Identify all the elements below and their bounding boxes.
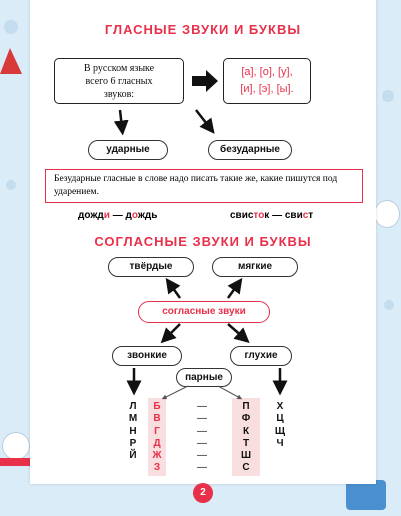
right-arrow (192, 70, 218, 92)
unstressed-rule: Безударные гласные в слове надо писать т… (45, 169, 363, 203)
letter: Щ (274, 425, 286, 437)
santa-hat-decoration (0, 48, 22, 74)
page-number: 2 (193, 483, 213, 503)
intro-line: всего 6 гласных (85, 76, 153, 87)
unstressed-pill: безударные (208, 140, 292, 160)
background-snowflake (384, 300, 394, 310)
example-word: к (264, 210, 270, 221)
background-snowflake (4, 20, 18, 34)
consonant-sounds-pill: согласные звуки (138, 301, 270, 323)
unpaired-voiceless-column: Х Ц Щ Ч (272, 401, 288, 450)
arrow-to-stressed (113, 109, 129, 136)
letter: В (153, 413, 161, 425)
vowel-example-1: дожди — дождь (78, 210, 157, 221)
letter: Ф (241, 413, 251, 425)
arrow-to-hard (165, 277, 182, 299)
diagram-arrows (113, 70, 288, 400)
letter: С (242, 462, 250, 474)
letter: Ж (152, 450, 162, 462)
scarf-decoration (0, 458, 32, 466)
letter: Х (276, 401, 284, 412)
paired-voiced-column: Б В Г Д Ж З (150, 401, 164, 475)
arrow-to-soft (226, 277, 243, 299)
voiced-pill: звонкие (112, 346, 182, 366)
snowman-decoration (374, 200, 400, 228)
pair-dash: — (197, 425, 207, 437)
pair-dash-column: — — — — — — (192, 401, 212, 475)
example-word: сви (284, 210, 303, 221)
letter: П (242, 401, 250, 412)
vowel-example-2: свисток — свист (230, 210, 313, 221)
example-dash: — (272, 210, 283, 221)
letter: Л (129, 401, 137, 412)
pair-dash: — (197, 413, 207, 425)
arrow-to-paired-voiceless (217, 385, 243, 400)
letter: М (128, 413, 138, 425)
vowels-title: ГЛАСНЫЕ ЗВУКИ И БУКВЫ (104, 22, 302, 37)
intro-line: В русском языке (83, 63, 155, 74)
example-word: д (125, 210, 132, 221)
example-vowel: с (302, 210, 309, 221)
vowel-sounds-row: [и], [э], [ы]. (240, 83, 294, 95)
hard-pill: твёрдые (108, 257, 194, 277)
example-vowel: то (253, 210, 265, 221)
intro-line: звуков: (103, 89, 135, 100)
letter: К (242, 425, 250, 437)
example-word: дожд (78, 210, 104, 221)
stressed-pill: ударные (88, 140, 168, 160)
gift-decoration (346, 480, 386, 510)
background-snowflake (382, 90, 394, 102)
letter: Ч (276, 437, 284, 449)
consonants-title: СОГЛАСНЫЕ ЗВУКИ И БУКВЫ (94, 234, 312, 249)
paired-pill: парные (176, 368, 232, 387)
letter: Ш (240, 450, 252, 462)
example-word: ждь (137, 210, 158, 221)
letter: З (153, 462, 161, 474)
letter: Т (242, 437, 250, 449)
pair-dash: — (197, 450, 207, 462)
snowman-decoration (2, 432, 30, 460)
vowel-sounds-box: [а], [о], [у], [и], [э], [ы]. (223, 58, 311, 104)
letter: Д (153, 437, 161, 449)
example-dash: — (112, 210, 123, 221)
pair-dash: — (197, 401, 207, 412)
letter: Й (129, 450, 137, 462)
example-word: свис (230, 210, 254, 221)
arrow-to-voiced (160, 323, 181, 344)
example-vowel: о (131, 210, 138, 221)
background-snowflake (6, 180, 16, 190)
paired-voiced-background (148, 398, 166, 476)
worksheet-page: ГЛАСНЫЕ ЗВУКИ И БУКВЫ В русском языке вс… (30, 0, 376, 484)
soft-pill: мягкие (212, 257, 298, 277)
letter: Н (129, 425, 137, 437)
example-vowel: и (103, 210, 110, 221)
voiceless-pill: глухие (230, 346, 292, 366)
pair-dash: — (197, 462, 207, 474)
paired-voiceless-column: П Ф К Т Ш С (236, 401, 256, 475)
letter: Ц (276, 413, 284, 425)
arrow-to-paired-voiced (161, 385, 189, 400)
pair-dash: — (197, 437, 207, 449)
letter: Р (129, 437, 137, 449)
letter: Г (154, 425, 160, 437)
arrow-to-voiceless (227, 323, 250, 343)
unpaired-voiced-column: Л М Н Р Й (126, 401, 140, 462)
letter: Б (153, 401, 161, 412)
paired-voiceless-background (232, 398, 260, 476)
vowel-sounds-row: [а], [о], [у], (241, 66, 293, 78)
arrow-to-unstressed (195, 109, 215, 134)
vowels-intro-box: В русском языке всего 6 гласных звуков: (54, 58, 184, 104)
example-word: т (308, 210, 314, 221)
